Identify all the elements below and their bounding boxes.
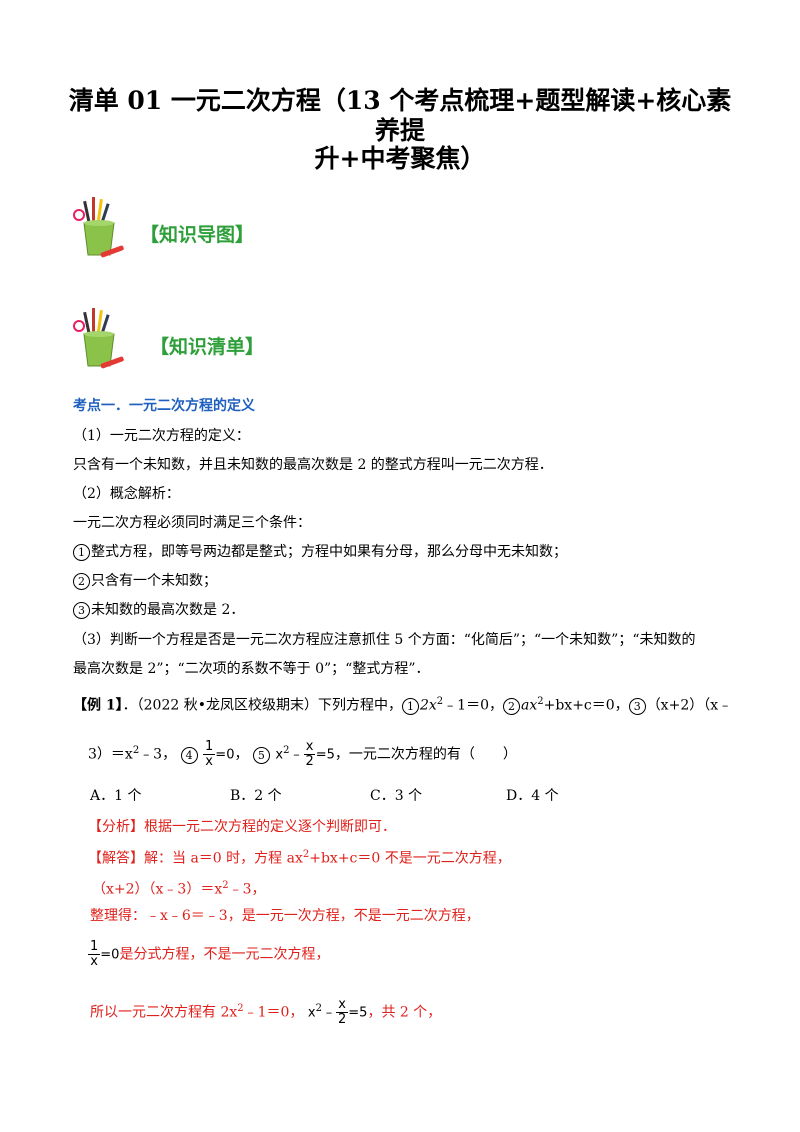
pencil-cup-icon [73, 308, 124, 369]
circled-number: 3 [73, 602, 90, 619]
answer-options: A．1 个 B．2 个 C．3 个 D．4 个 [90, 786, 610, 806]
pencil-cup-icon [73, 197, 124, 258]
example-label: 【例 1】 [73, 697, 123, 714]
document-title-line2: 升+中考聚焦） [314, 144, 486, 173]
sub-heading-1: （1）一元二次方程的定义： [73, 428, 250, 444]
circled-number: 2 [73, 573, 90, 590]
answer-line2: （x+2）（x﹣3）＝x2﹣3， [92, 880, 266, 898]
answer-line3: 整理得：﹣x﹣6＝﹣3，是一元一次方程，不是一元二次方程， [90, 908, 480, 924]
section-mindmap-label: 【知识导图】 [140, 224, 255, 246]
circled-number: 1 [73, 544, 90, 561]
definition-text: 只含有一个未知数，并且未知数的最高次数是 2 的整式方程叫一元二次方程． [73, 457, 553, 473]
document-title: 清单 01 一元二次方程（13 个考点梳理+题型解读+核心素养提 [68, 86, 732, 145]
sub-heading-3-cont: 最高次数是 2”；“二次项的系数不等于 0”；“整式方程”． [73, 661, 430, 677]
option-a[interactable]: A．1 个 [90, 788, 142, 804]
sub-heading-2: （2）概念解析： [73, 486, 180, 502]
option-d[interactable]: D．4 个 [506, 788, 559, 804]
point-heading: 考点一．一元二次方程的定义 [73, 398, 255, 414]
sub-heading-3: （3）判断一个方程是否是一元二次方程应注意抓住 5 个方面：“化简后”；“一个未… [73, 632, 696, 648]
answer-line1: 【解答】解：当 a＝0 时，方程 ax2+bx+c＝0 不是一元二次方程， [88, 849, 511, 867]
section-list-label: 【知识清单】 [150, 336, 265, 358]
analysis-text: 【分析】根据一元二次方程的定义逐个判断即可． [88, 819, 396, 835]
option-b[interactable]: B．2 个 [230, 788, 282, 804]
condition-intro: 一元二次方程必须同时满足三个条件： [73, 515, 311, 531]
option-c[interactable]: C．3 个 [370, 788, 423, 804]
